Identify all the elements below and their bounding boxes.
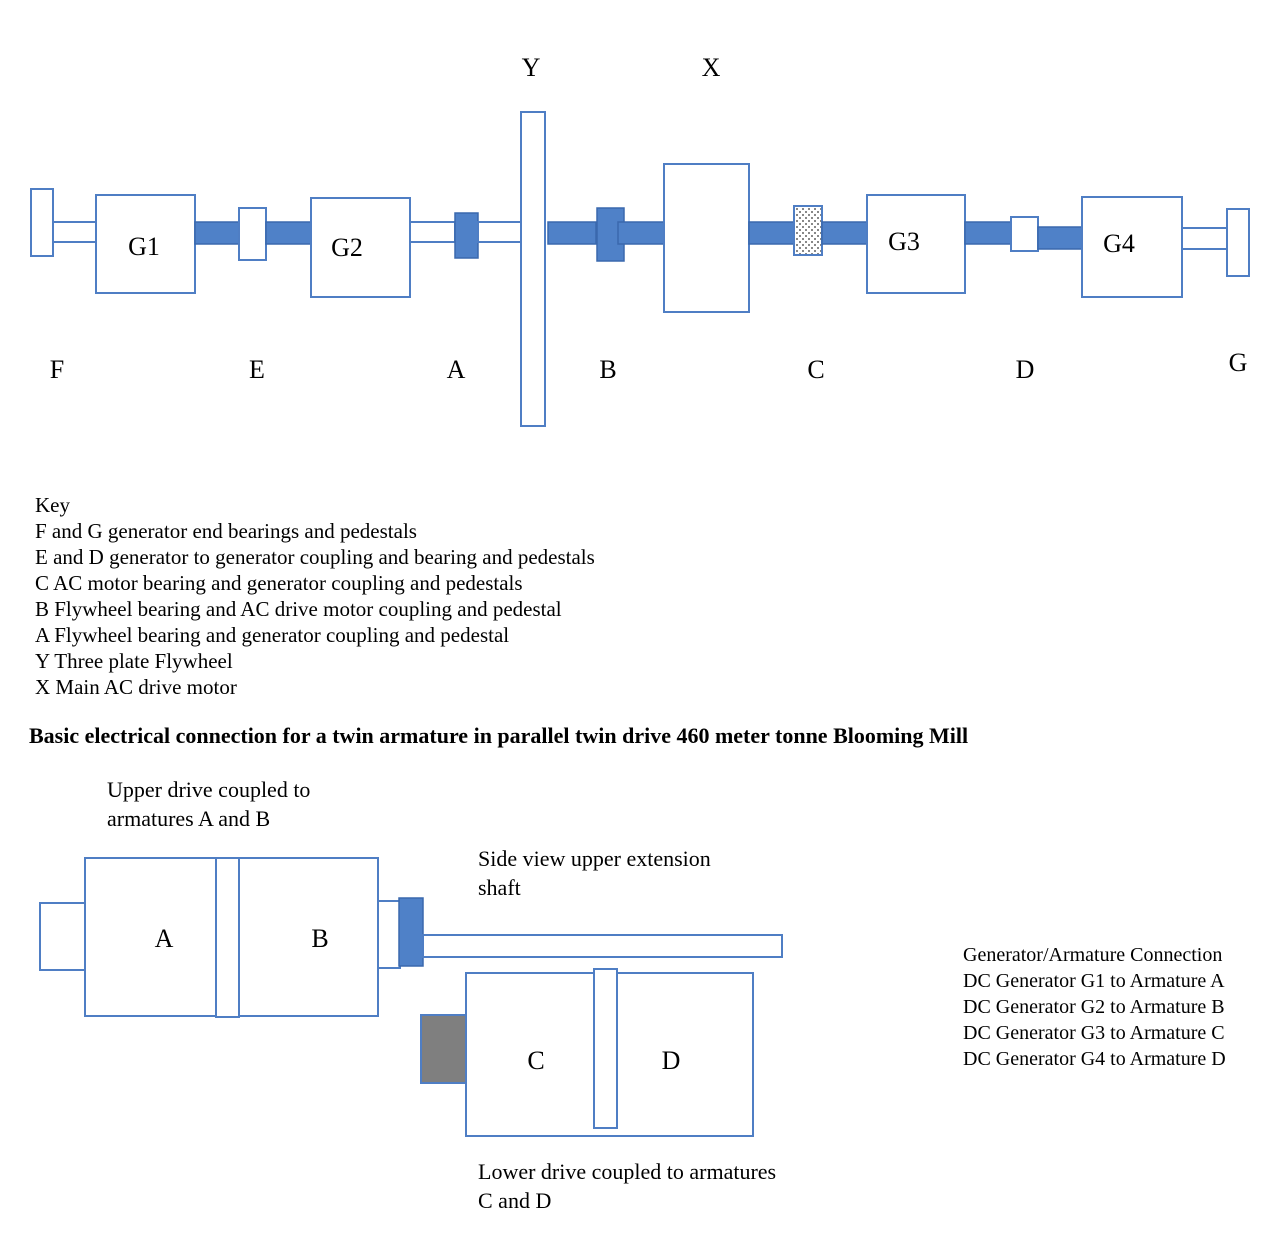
label-e: E: [249, 355, 265, 384]
shaft-g2-a: [409, 221, 456, 243]
shaft-g1-e: [194, 221, 240, 245]
label-b: B: [599, 355, 616, 384]
coupling-e: [238, 207, 267, 261]
lower-drive-divider: [593, 968, 618, 1129]
label-y: Y: [522, 53, 541, 82]
key-item-c: C AC motor bearing and generator couplin…: [35, 571, 523, 595]
connection-item-g1: DC Generator G1 to Armature A: [963, 970, 1225, 992]
coupling-d: [1010, 216, 1039, 252]
coupling-c: [793, 205, 823, 256]
upper-extension-shaft: [422, 934, 783, 958]
shaft-motor-c: [748, 221, 795, 245]
label-x: X: [702, 53, 721, 82]
upper-drive-caption-line2: armatures A and B: [107, 806, 271, 831]
key-item-f-g: F and G generator end bearings and pedes…: [35, 519, 417, 543]
label-c: C: [807, 355, 824, 384]
flywheel-y: [520, 111, 546, 427]
shaft-c-g3: [821, 221, 868, 245]
coupling-a: [454, 212, 479, 259]
upper-drive-divider: [215, 857, 240, 1018]
shaft-f-g1: [52, 221, 97, 243]
lower-drive-caption-line2: C and D: [478, 1188, 552, 1213]
label-g4: G4: [1103, 229, 1135, 258]
armature-label-a: A: [155, 924, 174, 953]
armature-label-d: D: [662, 1046, 681, 1075]
generator-g3: [866, 194, 966, 294]
shaft-d-g4: [1037, 226, 1083, 250]
generator-g2: [310, 197, 411, 298]
label-g3: G3: [888, 227, 920, 256]
key-item-b: B Flywheel bearing and AC drive motor co…: [35, 597, 562, 621]
upper-drive-caption-line1: Upper drive coupled to: [107, 777, 311, 802]
key-item-y: Y Three plate Flywheel: [35, 649, 233, 673]
key-item-a: A Flywheel bearing and generator couplin…: [35, 623, 510, 647]
upper-right-bearing: [377, 900, 401, 969]
label-g2: G2: [331, 233, 363, 262]
bearing-f: [30, 188, 54, 257]
key-item-e-d: E and D generator to generator coupling …: [35, 545, 595, 569]
connection-heading: Generator/Armature Connection: [963, 944, 1223, 966]
connection-item-g3: DC Generator G3 to Armature C: [963, 1022, 1225, 1044]
armature-label-c: C: [527, 1046, 544, 1075]
upper-coupling: [398, 897, 424, 967]
shaft-flywheel-b: [547, 221, 597, 245]
shaft-g3-d: [964, 221, 1012, 245]
side-view-caption-line2: shaft: [478, 875, 521, 900]
top-drive-train: Y X G1 G2 G3 G4 F E A B C D G: [30, 53, 1250, 427]
shaft-b-motor: [617, 221, 665, 245]
bearing-g: [1226, 208, 1250, 277]
shaft-g4-g: [1181, 227, 1228, 250]
key-heading: Key: [35, 493, 70, 517]
label-g1: G1: [128, 232, 160, 261]
label-a: A: [447, 355, 466, 384]
connection-item-g2: DC Generator G2 to Armature B: [963, 996, 1225, 1018]
label-g: G: [1229, 348, 1248, 377]
connection-item-g4: DC Generator G4 to Armature D: [963, 1048, 1226, 1070]
label-d: D: [1016, 355, 1035, 384]
key-item-x: X Main AC drive motor: [35, 675, 237, 699]
shaft-a-flywheel: [477, 221, 522, 243]
generator-g1: [95, 194, 196, 294]
side-view-caption-line1: Side view upper extension: [478, 846, 711, 871]
shaft-e-g2: [265, 221, 312, 245]
section-title: Basic electrical connection for a twin a…: [29, 723, 969, 748]
armature-label-b: B: [311, 924, 328, 953]
label-f: F: [50, 355, 64, 384]
armature-diagram: A B C D: [39, 857, 783, 1137]
upper-left-bearing: [39, 902, 86, 971]
ac-motor-x: [663, 163, 750, 313]
generator-g4: [1081, 196, 1183, 298]
lower-drive-caption-line1: Lower drive coupled to armatures: [478, 1159, 777, 1184]
lower-drive-block: [420, 1014, 468, 1084]
